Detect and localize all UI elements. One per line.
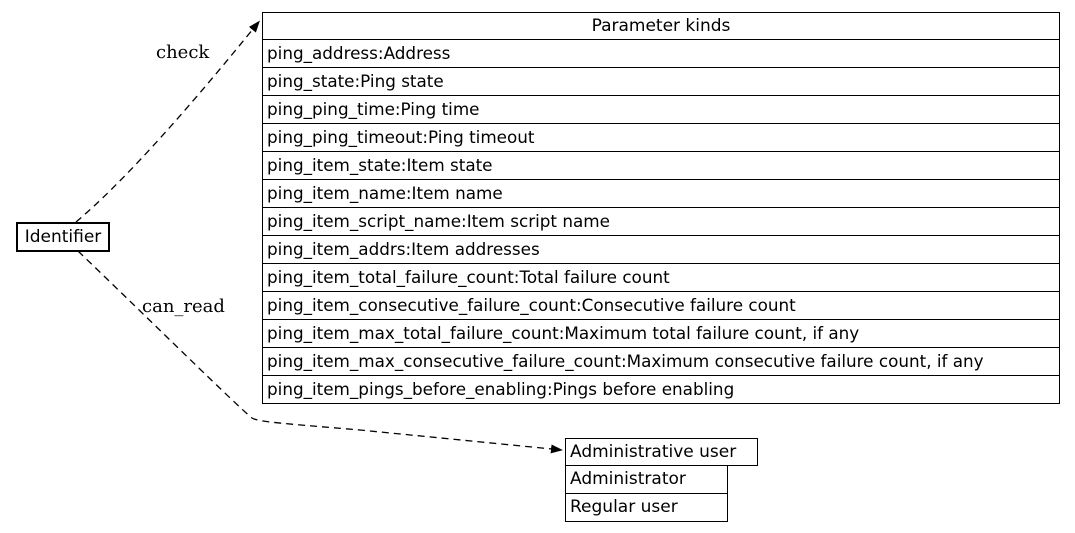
parameter-row: ping_ping_time:Ping time — [263, 96, 1059, 124]
identifier-label: Identifier — [24, 226, 102, 247]
parameter-row: ping_item_state:Item state — [263, 152, 1059, 180]
parameter-kinds-title: Parameter kinds — [263, 13, 1059, 40]
parameter-row: ping_item_max_total_failure_count:Maximu… — [263, 320, 1059, 348]
edge-label-can-read: can_read — [142, 296, 225, 317]
edge-label-check: check — [156, 42, 210, 63]
admin-user-row: Regular user — [570, 497, 678, 517]
admin-user-row: Administrator — [566, 466, 727, 494]
parameter-row: ping_item_addrs:Item addresses — [263, 236, 1059, 264]
parameter-row: ping_item_script_name:Item script name — [263, 208, 1059, 236]
parameter-row: ping_address:Address — [263, 40, 1059, 68]
node-identifier: Identifier — [16, 222, 110, 252]
parameter-row: ping_item_max_consecutive_failure_count:… — [263, 348, 1059, 376]
node-administrative-user-title: Administrative user — [565, 438, 758, 466]
parameter-row: ping_state:Ping state — [263, 68, 1059, 96]
parameter-row: ping_item_name:Item name — [263, 180, 1059, 208]
parameter-row: ping_item_total_failure_count:Total fail… — [263, 264, 1059, 292]
edge-can-read-line — [77, 250, 563, 454]
edge-check-line — [75, 20, 260, 223]
parameter-row: ping_item_pings_before_enabling:Pings be… — [267, 379, 735, 400]
parameter-row: ping_ping_timeout:Ping timeout — [263, 124, 1059, 152]
parameter-row: ping_item_consecutive_failure_count:Cons… — [263, 292, 1059, 320]
